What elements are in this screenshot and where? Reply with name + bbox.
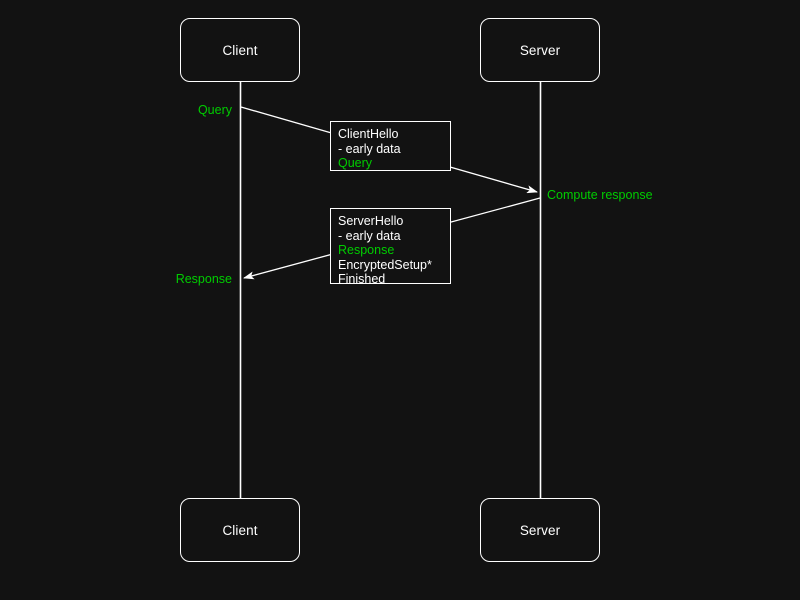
message-line: EncryptedSetup* — [338, 257, 432, 272]
message-line: ServerHello — [338, 214, 404, 228]
message-line: Finished — [338, 272, 386, 286]
annotation-compute-response: Compute response — [547, 188, 653, 202]
message-line: Query — [338, 156, 373, 170]
message-line: - early data — [338, 141, 401, 156]
actor-box-server-top[interactable]: Server — [480, 18, 600, 82]
message-line: ClientHello — [338, 127, 399, 141]
actor-box-client-bottom[interactable]: Client — [180, 498, 300, 562]
actor-label-client-bottom: Client — [222, 522, 258, 538]
actor-label-server-bottom: Server — [519, 522, 561, 538]
actor-label-server-top: Server — [519, 42, 561, 58]
actor-label-client-top: Client — [222, 42, 258, 58]
message-line: - early data — [338, 228, 401, 243]
actor-box-server-bottom[interactable]: Server — [480, 498, 600, 562]
message-line: Response — [338, 243, 395, 257]
message-box-client-hello[interactable]: ClientHello - early data Query — [330, 121, 451, 171]
message-box-server-hello[interactable]: ServerHello - early data Response Encryp… — [330, 208, 451, 286]
annotation-query: Query — [197, 103, 232, 117]
actor-box-client-top[interactable]: Client — [180, 18, 300, 82]
annotation-response: Response — [175, 272, 232, 286]
